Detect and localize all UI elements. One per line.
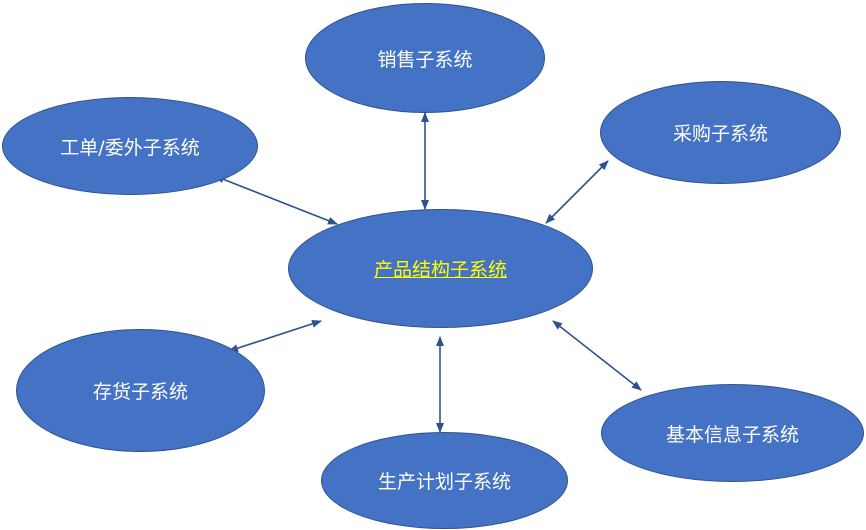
node-inventory-label: 存货子系统 [92, 381, 188, 403]
node-production: 生产计划子系统 [321, 432, 568, 529]
node-basicinfo-label: 基本信息子系统 [665, 423, 799, 446]
node-workorder: 工单/委外子系统 [2, 97, 258, 195]
node-workorder-label: 工单/委外子系统 [60, 136, 200, 159]
arrow-center-inventory [228, 319, 322, 353]
node-sales-label: 销售子系统 [377, 48, 473, 71]
arrow-center-workorder [214, 175, 338, 225]
node-production-label: 生产计划子系统 [377, 471, 511, 493]
arrow-center-purchase [545, 160, 609, 224]
node-purchase: 采购子系统 [600, 81, 841, 184]
node-center: 产品结构子系统 [288, 209, 593, 328]
node-basicinfo: 基本信息子系统 [601, 384, 864, 482]
node-center-label: 产品结构子系统 [373, 259, 507, 281]
node-inventory: 存货子系统 [16, 329, 265, 452]
node-sales: 销售子系统 [305, 3, 545, 113]
arrow-center-basicinfo [552, 320, 642, 391]
node-purchase-label: 采购子系统 [672, 123, 768, 145]
